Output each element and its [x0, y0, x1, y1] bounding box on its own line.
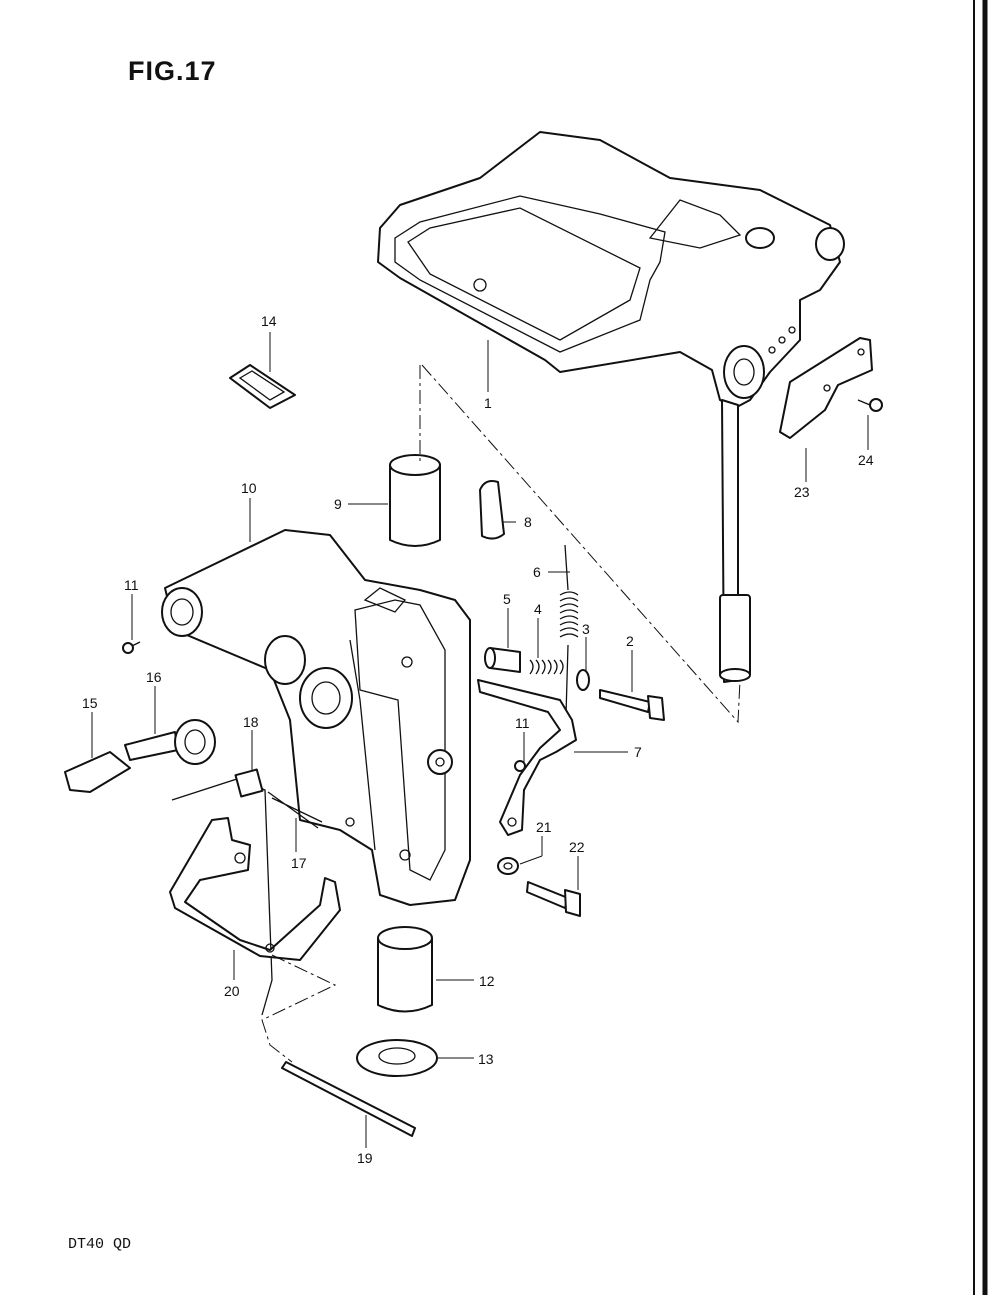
callout-14: 14	[261, 313, 277, 329]
callout-labels: 1 2 3 4 5 6 7 8 9 10 11 11 12 13 14 15 1…	[82, 313, 874, 1166]
part-4-spring	[529, 659, 564, 675]
part-21-washer	[497, 857, 519, 875]
callout-24: 24	[858, 452, 874, 468]
callout-11-right: 11	[515, 715, 530, 731]
part-7-lever	[477, 679, 577, 836]
part-1-handle	[377, 131, 845, 683]
callout-11-left: 11	[124, 577, 139, 593]
callout-1: 1	[484, 395, 492, 411]
callout-9: 9	[334, 496, 342, 512]
callout-2: 2	[626, 633, 634, 649]
part-10-swivel-bracket	[161, 529, 471, 906]
callout-17: 17	[291, 855, 307, 871]
callout-10: 10	[241, 480, 257, 496]
part-6-spring	[559, 544, 579, 716]
callout-7: 7	[634, 744, 642, 760]
callout-12: 12	[479, 973, 495, 989]
part-2-bolt	[599, 689, 665, 721]
callout-19: 19	[357, 1150, 373, 1166]
part-12-bushing	[377, 926, 433, 1013]
part-5-bushing	[484, 647, 521, 673]
part-11-grease-nipple-left	[122, 641, 141, 654]
part-13-washer	[356, 1039, 438, 1077]
callout-23: 23	[794, 484, 810, 500]
part-17-pin	[267, 791, 323, 829]
part-16-lever	[124, 719, 216, 765]
part-3-washer	[576, 669, 590, 691]
model-label: DT40 QD	[68, 1236, 132, 1253]
figure-title: FIG.17	[128, 56, 217, 86]
part-22-bolt	[526, 881, 581, 917]
callout-18: 18	[243, 714, 259, 730]
part-18-rod	[171, 768, 273, 1016]
part-23-plate	[779, 337, 873, 439]
callout-20: 20	[224, 983, 240, 999]
assembly-lines	[261, 364, 741, 1063]
part-15-grip	[64, 751, 131, 793]
callout-4: 4	[534, 601, 542, 617]
callout-21: 21	[536, 819, 552, 835]
callout-3: 3	[582, 621, 590, 637]
callout-15: 15	[82, 695, 98, 711]
part-20-stopper	[169, 817, 341, 961]
callout-13: 13	[478, 1051, 494, 1067]
leader-lines	[91, 332, 869, 1148]
part-14-label	[229, 364, 296, 409]
part-24-screw	[857, 398, 883, 412]
callout-8: 8	[524, 514, 532, 530]
part-9-bushing	[389, 454, 441, 547]
part-19-rod	[281, 1061, 416, 1137]
part-8-half-bushing	[479, 480, 505, 540]
callout-16: 16	[146, 669, 162, 685]
callout-5: 5	[503, 591, 511, 607]
callout-22: 22	[569, 839, 585, 855]
callout-6: 6	[533, 564, 541, 580]
